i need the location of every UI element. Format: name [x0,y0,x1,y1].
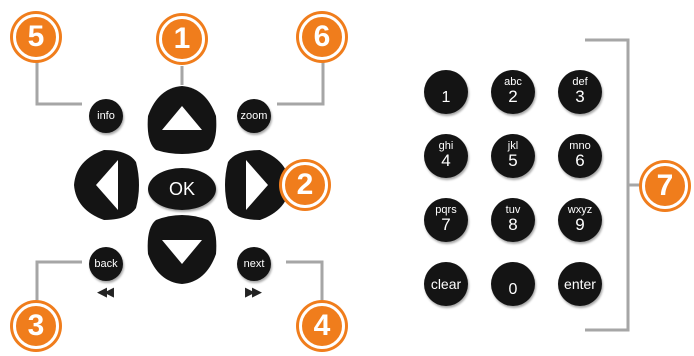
keypad-letters: jkl [507,140,519,152]
leader-line-5 [35,62,82,106]
leader-line-6 [277,62,325,106]
keypad-digit: 3 [575,87,585,106]
keypad-digit: 9 [575,215,585,234]
callout-1: 1 [159,16,205,62]
keypad-letters: def [572,76,588,88]
leader-line-4 [286,260,324,300]
keypad-digit: enter [564,276,596,292]
leader-line-3 [35,260,82,300]
callout-2: 2 [282,162,328,208]
callout-3: 3 [13,303,59,349]
keypad-digit: 5 [508,151,518,170]
arrow-right-icon [246,160,268,210]
dpad-down-button[interactable] [147,215,217,284]
keypad-button-enter[interactable]: enter [558,262,602,306]
keypad-digit: 8 [508,215,518,234]
back-button[interactable]: back [89,247,123,281]
callout-7: 7 [642,163,688,209]
keypad-digit: 2 [508,87,518,106]
keypad-letters: wxyz [567,204,593,216]
dpad-up-button[interactable] [147,86,217,154]
keypad-digit: 7 [441,215,451,234]
dpad-right-button[interactable] [225,150,290,220]
callout-4: 4 [299,303,345,349]
keypad-button-0[interactable]: 0 [491,262,535,306]
keypad-letters: mno [569,140,591,152]
callout-5: 5 [13,14,59,60]
ok-button[interactable]: OK [148,168,216,210]
skip-forward-icon: ▶▶ [245,284,262,299]
keypad-digit: 0 [508,281,518,298]
keypad-button-1[interactable]: 1 [424,70,468,114]
keypad-digit: clear [430,276,462,292]
dpad-left-button[interactable] [74,150,139,220]
ok-label: OK [168,179,195,199]
arrow-up-icon [162,106,202,130]
keypad-letters: pqrs [435,204,457,216]
keypad-digit: 6 [575,151,585,170]
keypad-letters: tuv [505,204,521,216]
next-button[interactable]: next [237,247,271,281]
keypad-digit: 4 [441,151,451,170]
keypad-button-clear[interactable]: clear [424,262,468,306]
skip-back-icon: ◀◀ [97,284,114,299]
zoom-button[interactable]: zoom [237,99,271,133]
info-button[interactable]: info [89,99,123,133]
keypad-letters: abc [504,76,522,88]
arrow-left-icon [96,160,118,210]
keypad-letters: ghi [438,140,454,152]
arrow-down-icon [162,240,202,264]
callout-6: 6 [299,14,345,60]
keypad-digit: 1 [441,89,451,106]
